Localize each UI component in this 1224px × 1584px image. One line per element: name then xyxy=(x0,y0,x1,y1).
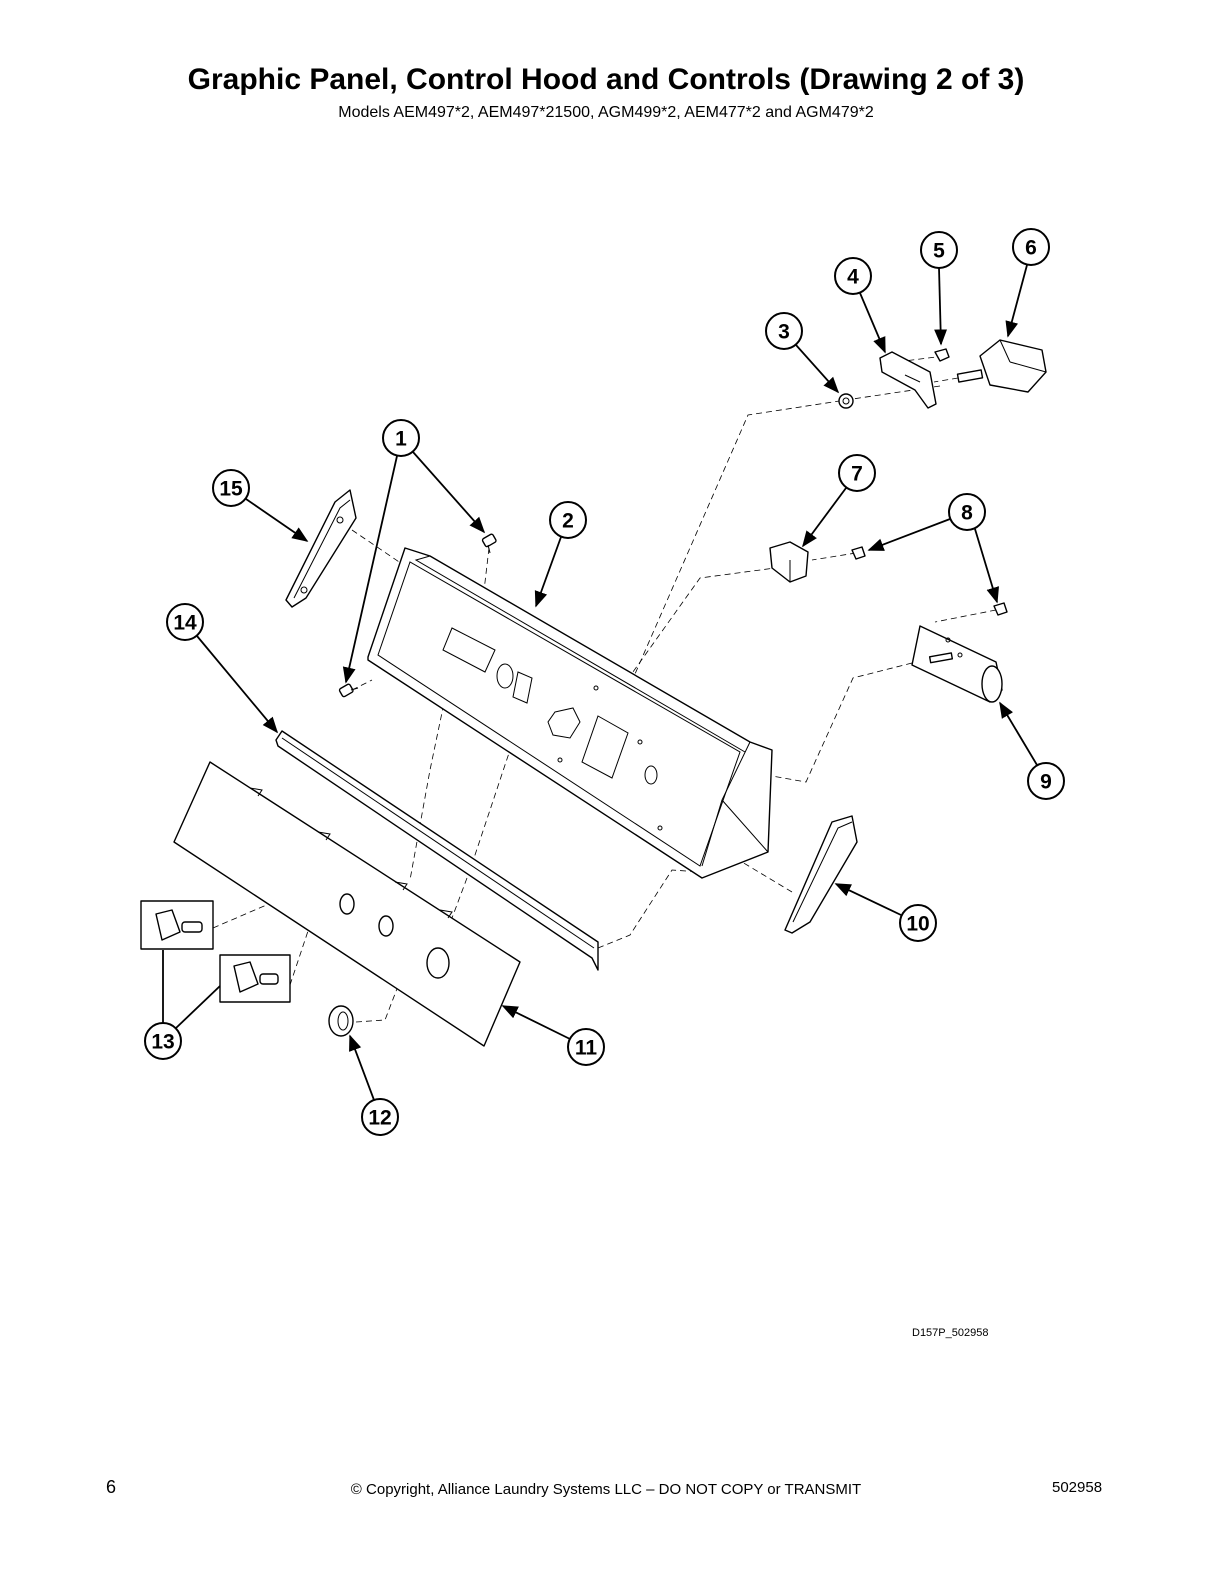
timer-screw-upper xyxy=(851,546,866,560)
callout-12: 12 xyxy=(361,1098,399,1136)
drawing-id: D157P_502958 xyxy=(912,1327,989,1339)
knob-lower-box xyxy=(219,954,291,1003)
callout-14-label: 14 xyxy=(173,612,197,635)
callout-2: 2 xyxy=(549,501,587,539)
timer xyxy=(911,625,1003,703)
callout-1-label: 1 xyxy=(395,428,407,451)
document-number: 502958 xyxy=(1052,1479,1103,1496)
page-title: Graphic Panel, Control Hood and Controls… xyxy=(187,63,1025,96)
control-hood xyxy=(367,547,773,879)
callout-1: 1 xyxy=(382,419,420,457)
leader-arrows xyxy=(162,264,1038,1101)
small-knob xyxy=(328,1005,354,1037)
timer-screw-lower xyxy=(993,602,1008,616)
callout-4: 4 xyxy=(834,257,872,295)
rotary-switch xyxy=(956,339,1047,393)
callout-9-label: 9 xyxy=(1040,771,1052,794)
callout-10: 10 xyxy=(899,904,937,942)
knob-upper-box xyxy=(140,900,214,950)
callout-13: 13 xyxy=(144,1022,182,1060)
graphic-panel xyxy=(173,761,521,1047)
right-end-cap xyxy=(784,815,858,934)
callout-15-label: 15 xyxy=(219,478,243,501)
callout-7-label: 7 xyxy=(851,463,863,486)
trim-strip xyxy=(275,730,599,971)
switch-bracket xyxy=(879,351,937,409)
screw-lower xyxy=(338,683,359,698)
bracket-screw xyxy=(934,348,950,362)
callout-10-label: 10 xyxy=(906,913,929,936)
screw-upper xyxy=(481,533,497,554)
callout-2-label: 2 xyxy=(562,510,574,533)
callout-6-label: 6 xyxy=(1025,237,1037,260)
selector-switch xyxy=(769,541,809,583)
callout-5-label: 5 xyxy=(933,240,945,263)
copyright-notice: © Copyright, Alliance Laundry Systems LL… xyxy=(350,1481,862,1498)
callout-11: 11 xyxy=(567,1028,605,1066)
callout-9: 9 xyxy=(1027,762,1065,800)
left-end-cap xyxy=(285,489,357,608)
callout-6: 6 xyxy=(1012,228,1050,266)
callout-12-label: 12 xyxy=(368,1107,391,1130)
page-subtitle: Models AEM497*2, AEM497*21500, AGM499*2,… xyxy=(338,104,874,121)
callout-11-label: 11 xyxy=(575,1037,598,1060)
callout-8: 8 xyxy=(948,493,986,531)
callout-5: 5 xyxy=(920,231,958,269)
callout-3: 3 xyxy=(765,312,803,350)
callout-8-label: 8 xyxy=(961,502,973,525)
page-number: 6 xyxy=(106,1477,117,1497)
callout-3-label: 3 xyxy=(778,321,790,344)
callout-15: 15 xyxy=(212,469,250,507)
callout-7: 7 xyxy=(838,454,876,492)
callout-13-label: 13 xyxy=(151,1031,174,1054)
callout-4-label: 4 xyxy=(847,266,859,289)
callout-14: 14 xyxy=(166,603,204,641)
nut xyxy=(838,393,854,409)
